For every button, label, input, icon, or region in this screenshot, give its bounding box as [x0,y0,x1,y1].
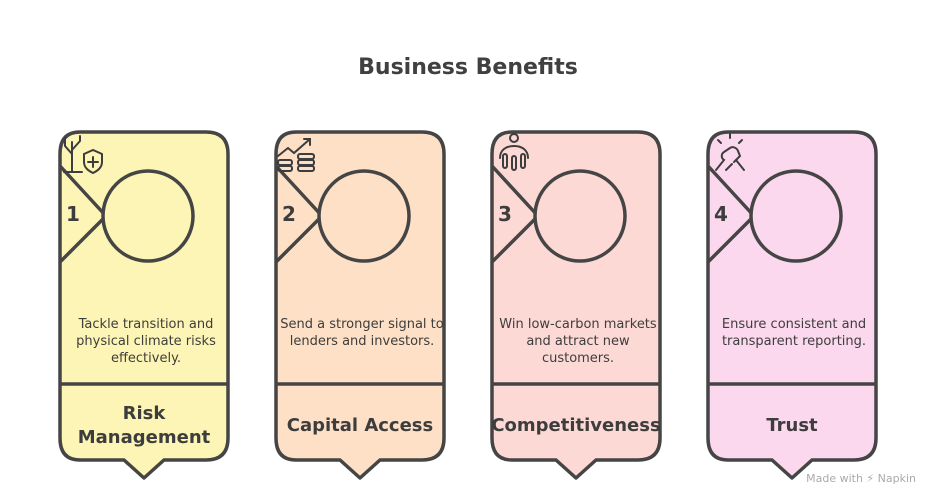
card-label: Risk Management [77,403,211,448]
icon-circle [533,169,627,263]
benefit-card-risk-management: 1 Tackle transition and physical climate… [56,128,232,484]
card-border [490,130,662,480]
page-title: Business Benefits [358,55,578,80]
card-outline [706,130,878,480]
card-border [58,130,230,480]
card-description: Ensure consistent and transparent report… [721,317,867,349]
growth-coins-icon [277,138,315,172]
step-number: 4 [714,202,728,226]
step-number: 2 [282,202,296,226]
card-outline [274,130,446,480]
card-label: Competitiveness [491,415,661,436]
team-table-icon [499,133,529,171]
card-description: Win low-carbon markets and attract new c… [499,317,657,366]
card-outline [58,130,230,480]
tree-shield-icon [63,135,103,175]
card-label: Trust [766,415,818,436]
benefit-card-capital-access: 2 Send a stronger signal to lenders and … [272,128,448,484]
benefit-card-trust: 4 Ensure consistent and transparent repo… [704,128,880,484]
benefit-card-competitiveness: 3 Win low-carbon markets and attract new… [488,128,664,484]
card-border [274,130,446,480]
handshake-icon [715,133,745,171]
card-outline [490,130,662,480]
card-description: Send a stronger signal to lenders and in… [280,317,444,349]
icon-circle [101,169,195,263]
step-number: 1 [66,202,80,226]
card-description: Tackle transition and physical climate r… [76,317,216,366]
napkin-watermark: Made with ⚡ Napkin [806,472,916,485]
step-number: 3 [498,202,512,226]
card-label: Capital Access [286,415,434,436]
icon-circle [317,169,411,263]
icon-circle [749,169,843,263]
card-border [706,130,878,480]
